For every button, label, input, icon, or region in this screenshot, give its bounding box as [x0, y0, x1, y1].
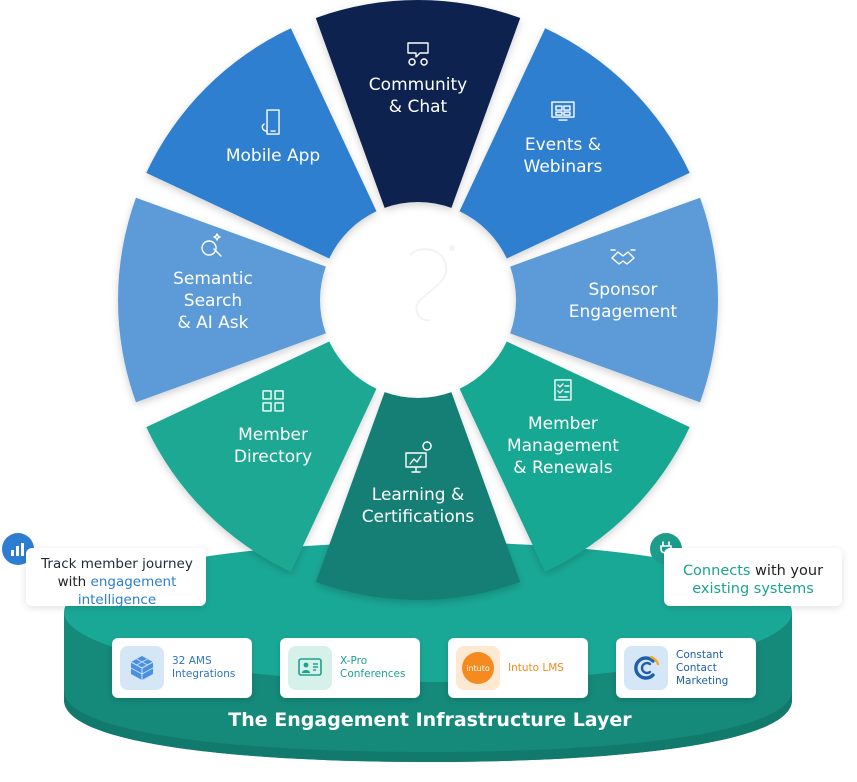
- wheel-segment-shape: [459, 341, 690, 572]
- wheel-segment-label: Webinars: [524, 157, 603, 177]
- wheel-segment-shape: [146, 28, 377, 259]
- integration-label: Constant Contact Marketing: [676, 648, 729, 687]
- ai-search-icon: [201, 233, 222, 257]
- mobile-phone-icon: [261, 109, 280, 135]
- intuto-logo: intuto: [456, 646, 500, 690]
- wheel-segment-label: Semantic: [173, 269, 253, 289]
- callout-prefix: with: [57, 574, 91, 590]
- wheel-segment-label: & Chat: [389, 97, 448, 117]
- plug-icon: [660, 541, 672, 557]
- integration-label: 32 AMS Integrations: [172, 655, 236, 680]
- handshake-icon: [610, 249, 636, 265]
- wheel-segment-label: Directory: [234, 447, 312, 467]
- callout-line-2: with engagement: [34, 573, 200, 591]
- infrastructure-title: The Engagement Infrastructure Layer: [228, 709, 632, 731]
- wheel-segment-label: Sponsor: [588, 280, 657, 300]
- wheel-segment-label: & Renewals: [513, 458, 612, 478]
- center-watermark-icon: [409, 245, 455, 322]
- presentation-icon: [405, 441, 432, 473]
- connects-highlight: Connects: [682, 563, 751, 579]
- chat-people-icon: [407, 42, 429, 66]
- wheel-segment-community[interactable]: Community& Chat: [315, 0, 521, 208]
- analytics-icon: [11, 543, 24, 556]
- wheel-segment-shape: [510, 197, 719, 403]
- checklist-icon: [554, 379, 572, 401]
- wheel-segment-label: Member: [528, 414, 598, 434]
- wheel-segment-label: Learning &: [372, 485, 464, 505]
- wheel-segment-label: Management: [507, 436, 619, 456]
- callout-line-3: intelligence: [77, 592, 157, 608]
- wheel-segment-label: Member: [238, 425, 308, 445]
- intuto-logo-text: intuto: [466, 664, 490, 673]
- connects-callout: Connects with your existing systems: [664, 548, 842, 606]
- integration-label: Intuto LMS: [508, 661, 564, 674]
- wheel-segment-label: Community: [369, 75, 467, 95]
- connects-line-1: Connects with your: [670, 562, 836, 580]
- connects-rest: with your: [750, 563, 824, 579]
- conference-icon: [288, 646, 332, 690]
- directory-grid-icon: [262, 390, 284, 412]
- integration-label: X-Pro Conferences: [340, 655, 406, 680]
- callout-line-1: Track member journey: [41, 556, 193, 572]
- wheel-segment-label: & AI Ask: [177, 313, 248, 333]
- integration-card-xpro[interactable]: X-Pro Conferences: [280, 638, 420, 698]
- integration-card-constant-contact[interactable]: Constant Contact Marketing: [616, 638, 756, 698]
- wheel-segment-shape: [146, 341, 377, 572]
- wheel-segment-events[interactable]: Events &Webinars: [459, 28, 690, 259]
- wheel-segment-learning[interactable]: Learning &Certifications: [315, 392, 521, 601]
- wheel-segment-label: Events &: [525, 135, 601, 155]
- journey-callout: Track member journey with engagement int…: [26, 548, 206, 608]
- callout-highlight: engagement: [90, 574, 177, 590]
- connects-line-2: existing systems: [692, 581, 814, 597]
- integration-card-ams[interactable]: 32 AMS Integrations: [112, 638, 252, 698]
- video-conference-icon: [551, 101, 575, 121]
- wheel-segment-shape: [315, 392, 521, 601]
- cube-icon: [120, 646, 164, 690]
- integration-card-intuto[interactable]: intuto Intuto LMS: [448, 638, 588, 698]
- wheel-segment-shape: [315, 0, 521, 208]
- wheel-segment-shape: [118, 197, 326, 403]
- wheel-segment-label: Search: [184, 291, 242, 311]
- wheel-segment-mobile[interactable]: Mobile App: [146, 28, 377, 259]
- wheel-segment-label: Mobile App: [226, 146, 320, 166]
- constant-contact-logo: [624, 646, 668, 690]
- wheel-segment-label: Certifications: [362, 507, 475, 527]
- wheel-segment-label: Engagement: [569, 302, 678, 322]
- wheel-segment-shape: [459, 28, 690, 259]
